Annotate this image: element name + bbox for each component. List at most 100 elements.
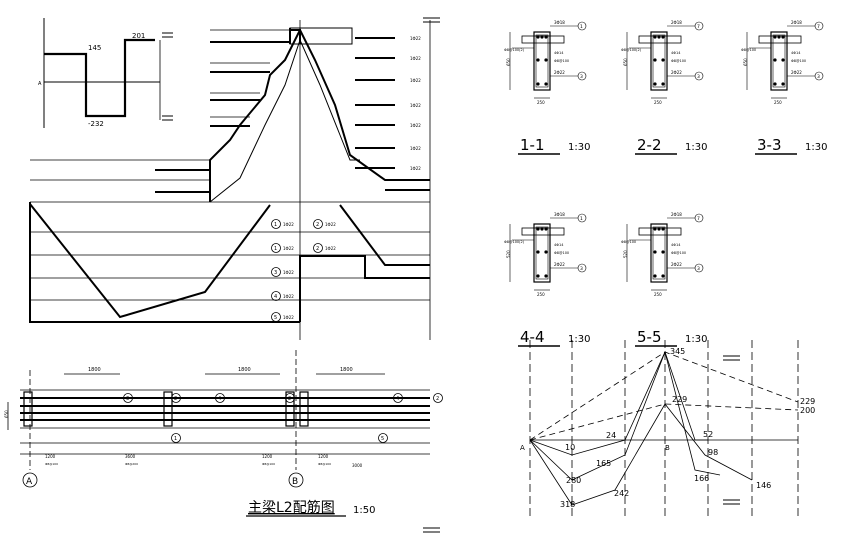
marker-circle [694, 213, 704, 223]
svg-text:98: 98 [708, 448, 718, 457]
top-bar-label: 2Φ18 [671, 20, 682, 25]
stirrup-3: Φ8@100 [262, 462, 275, 466]
height-label: 650 [506, 58, 511, 66]
stirrup-label: Φ8@100(2) [621, 48, 642, 52]
svg-text:3: 3 [126, 396, 129, 402]
callout-4: 4 [274, 294, 277, 300]
stirrup-2: Φ8@200 [125, 462, 138, 466]
beam-left-dim: 650 [4, 410, 9, 418]
rebar-label-1: 1Φ22 [283, 222, 294, 227]
bottom-bar-label: 2Φ22 [554, 262, 565, 267]
top-bar-label: 2Φ18 [671, 212, 682, 217]
section-rebar [544, 82, 548, 86]
svg-text:166: 166 [694, 474, 709, 483]
marker-circle [694, 21, 704, 31]
callout-1b: 1 [274, 246, 277, 252]
section-scale: 1:30 [685, 142, 707, 153]
dim-bottom-5: 3000 [352, 463, 363, 468]
section-rebar [653, 274, 657, 278]
bottom-bar-label: 2Φ22 [554, 70, 565, 75]
marker-top: 7 [817, 24, 820, 30]
mid-stirrup-label: Φ8@100 [671, 59, 686, 63]
svg-text:2: 2 [174, 396, 177, 402]
top-left-shear-diagram [43, 18, 161, 128]
equal-marks [162, 17, 740, 533]
section-rebar [661, 58, 665, 62]
section-rebar [544, 250, 548, 254]
rebar-label-5: 1Φ22 [283, 315, 294, 320]
section-title: 5-5 [637, 328, 662, 346]
svg-text:280: 280 [566, 476, 581, 485]
section-rebar [653, 58, 657, 62]
section-rebar [544, 35, 548, 39]
rebar-label-4: 1Φ22 [283, 294, 294, 299]
rebar-callouts [271, 219, 323, 322]
section-rebar [773, 58, 777, 62]
svg-text:2: 2 [436, 396, 439, 402]
mid-bar-label: 4Φ14 [671, 243, 681, 247]
section-rebar [544, 274, 548, 278]
callout-2b: 2 [316, 246, 319, 252]
mid-bar-label: 4Φ14 [554, 243, 564, 247]
stirrup-label: Φ8@100 [741, 48, 756, 52]
section-rebar [653, 227, 657, 231]
bottom-bar-label: 2Φ22 [671, 70, 682, 75]
width-label: 250 [654, 292, 662, 297]
section-rebar [536, 35, 540, 39]
section-rebar [657, 35, 661, 39]
section-stirrup [652, 34, 666, 88]
callout-1a: 1 [274, 222, 277, 228]
width-label: 250 [537, 292, 545, 297]
marker-circle [577, 71, 587, 81]
section-web [650, 31, 668, 91]
width-label: 250 [774, 100, 782, 105]
svg-text:24: 24 [606, 431, 616, 440]
section-rebar [653, 250, 657, 254]
stirrup-1: Φ8@100 [45, 462, 58, 466]
axis-b-label: B [292, 477, 298, 487]
svg-text:200: 200 [800, 406, 815, 415]
mid-stirrup-label: Φ8@100 [554, 59, 569, 63]
svg-text:1Φ22: 1Φ22 [410, 123, 421, 128]
top-bar-label: 2Φ18 [791, 20, 802, 25]
height-label: 650 [743, 58, 748, 66]
mid-bar-label: 4Φ14 [554, 51, 564, 55]
svg-text:229: 229 [672, 395, 687, 404]
section-scale: 1:30 [568, 334, 590, 345]
dim-bottom-4: 1200 [318, 454, 329, 459]
callout-2a: 2 [316, 222, 319, 228]
axis-b-circle [288, 472, 304, 488]
marker-top: 7 [697, 216, 700, 222]
marker-circle [694, 71, 704, 81]
svg-text:1Φ22: 1Φ22 [410, 146, 421, 151]
height-label: 520 [506, 250, 511, 258]
section-rebar [661, 227, 665, 231]
right-rebar-labels: 1Φ22 1Φ22 1Φ22 1Φ22 1Φ22 1Φ22 1Φ22 [410, 36, 421, 171]
section-rebar [536, 227, 540, 231]
svg-text:242: 242 [614, 489, 629, 498]
svg-text:345: 345 [670, 347, 685, 356]
dim-bottom-3: 1200 [262, 454, 273, 459]
svg-text:229: 229 [800, 397, 815, 406]
height-label: 650 [623, 58, 628, 66]
beam-elevation [7, 350, 430, 470]
width-label: 250 [537, 100, 545, 105]
marker-circle [814, 71, 824, 81]
marker-bottom: 3 [580, 74, 583, 80]
moment-point-a: A [520, 444, 525, 452]
marker-bottom: 3 [580, 266, 583, 272]
section-rebar [536, 274, 540, 278]
marker-circle [577, 21, 587, 31]
bottom-bar-label: 2Φ22 [791, 70, 802, 75]
drawing-title: 主梁L2配筋图 [248, 499, 335, 516]
marker-top: 7 [697, 24, 700, 30]
moment-diagram [529, 340, 799, 520]
svg-text:1Φ22: 1Φ22 [410, 56, 421, 61]
section-rebar [773, 82, 777, 86]
svg-text:1Φ22: 1Φ22 [410, 78, 421, 83]
